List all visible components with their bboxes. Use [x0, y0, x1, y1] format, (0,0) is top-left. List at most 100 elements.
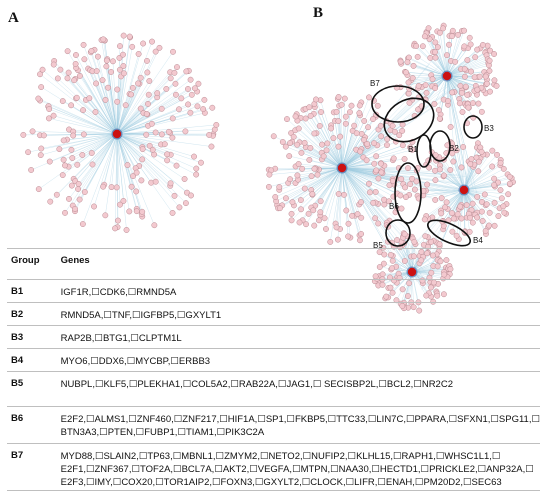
network-node: [491, 51, 498, 57]
network-edge: [341, 167, 358, 215]
network-node: [466, 34, 473, 41]
network-node: [308, 173, 315, 180]
network-node: [475, 100, 482, 107]
network-node: [167, 180, 174, 187]
network-edge: [341, 167, 360, 236]
network-node: [405, 165, 411, 172]
network-edge: [341, 167, 376, 219]
cluster-b7-outline: [371, 85, 425, 123]
network-edge: [116, 133, 127, 230]
network-node: [108, 69, 115, 75]
network-node: [56, 146, 63, 153]
network-node: [478, 148, 485, 155]
network-edge: [74, 133, 118, 210]
cluster-label-b2: B2: [449, 144, 459, 153]
network-node: [79, 221, 86, 227]
network-edge: [446, 30, 463, 77]
network-edge: [446, 75, 478, 198]
network-node: [345, 220, 352, 227]
network-node: [422, 82, 429, 89]
network-node: [436, 115, 443, 122]
network-edge: [341, 158, 394, 169]
network-edge: [438, 75, 448, 111]
network-edge: [82, 109, 118, 135]
network-node: [303, 221, 309, 228]
network-node: [135, 51, 142, 57]
network-node: [146, 142, 153, 149]
row-genes: IGF1R,☐CDK6,☐RMND5A: [60, 279, 540, 303]
network-node: [208, 143, 215, 150]
network-node: [457, 203, 464, 210]
network-edge: [341, 167, 360, 205]
network-edge: [291, 167, 343, 214]
network-edge: [116, 133, 173, 214]
network-node: [460, 144, 467, 150]
network-node: [371, 160, 378, 167]
network-node: [476, 73, 483, 80]
network-node: [292, 113, 299, 120]
network-node: [117, 201, 123, 208]
network-node: [486, 209, 493, 216]
network-edge: [116, 80, 150, 135]
network-edge: [341, 167, 362, 218]
network-edge: [116, 66, 178, 135]
hub-a: [112, 129, 122, 139]
network-node: [494, 151, 500, 158]
network-node: [407, 144, 414, 151]
row-group: B5: [7, 371, 61, 407]
network-node: [335, 190, 342, 197]
network-edge: [325, 167, 343, 230]
network-edge: [442, 189, 465, 222]
row-group: B7: [7, 443, 61, 491]
network-node: [358, 199, 364, 206]
network-node: [482, 73, 489, 80]
network-edge: [116, 133, 150, 146]
network-node: [182, 128, 189, 135]
network-node: [193, 171, 200, 178]
network-node: [187, 109, 194, 116]
network-edge: [116, 133, 195, 157]
network-edge: [341, 139, 365, 169]
network-node: [309, 191, 316, 198]
network-edge: [116, 112, 144, 135]
network-node: [297, 197, 304, 204]
network-node: [171, 192, 178, 199]
network-edge: [341, 114, 377, 169]
network-edge: [341, 165, 385, 169]
network-edge: [320, 167, 343, 213]
network-edge: [463, 165, 501, 191]
network-edge: [116, 133, 156, 182]
network-node: [156, 44, 163, 51]
network-node: [464, 57, 471, 64]
network-node: [80, 131, 87, 138]
network-node: [68, 102, 75, 109]
network-edge: [416, 181, 465, 191]
network-node: [461, 27, 468, 34]
network-edge: [53, 115, 118, 135]
network-node: [435, 107, 442, 113]
network-node: [185, 86, 191, 92]
network-node: [79, 152, 86, 158]
network-edge: [410, 75, 448, 81]
network-node: [361, 118, 368, 124]
network-node: [272, 194, 279, 200]
row-genes: RAP2B,☐BTG1,☐CLPTM1L: [60, 325, 540, 349]
row-genes: MYD88,☐SLAIN2,☐TP63,☐MBNL1,☐ZMYM2,☐NETO2…: [60, 443, 540, 491]
network-edge: [116, 133, 202, 163]
network-node: [378, 133, 385, 140]
network-node: [93, 68, 100, 75]
network-edge: [446, 75, 487, 84]
network-node: [413, 43, 420, 49]
network-edge: [116, 46, 133, 135]
network-node: [446, 41, 452, 48]
network-node: [171, 69, 178, 76]
network-node: [449, 150, 456, 157]
network-node: [306, 104, 313, 111]
network-edge: [50, 133, 118, 202]
network-node: [270, 133, 277, 140]
network-edge: [446, 75, 478, 90]
network-edge: [463, 166, 493, 191]
network-edge: [341, 167, 353, 216]
table-row: B5 NUBPL,☐KLF5,☐PLEKHA1,☐COL5A2,☐RAB22A,…: [7, 371, 540, 407]
network-node: [198, 159, 204, 166]
